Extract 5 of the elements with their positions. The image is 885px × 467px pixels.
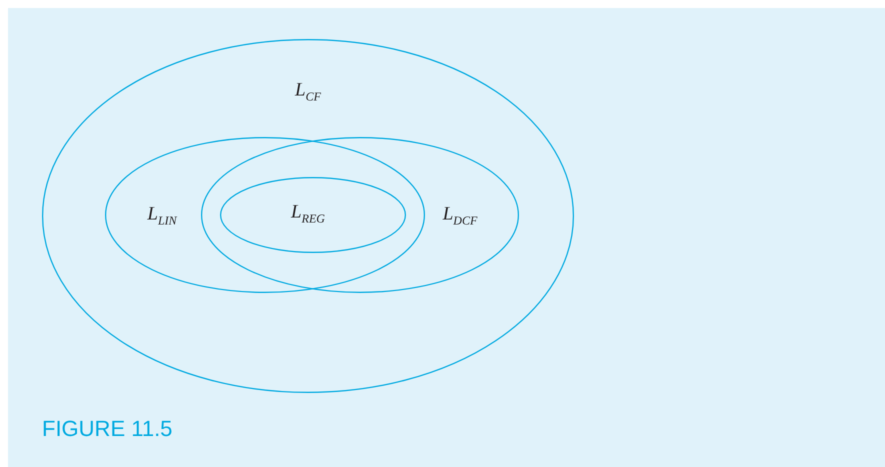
set-label: L$_{REG}$ — [291, 202, 325, 226]
figure-caption: FIGURE 11.5 — [42, 416, 172, 442]
set-label: L$_{DCF}$ — [442, 204, 478, 228]
set-label: L$_{CF}$ — [295, 80, 321, 104]
set-label: L$_{LIN}$ — [147, 204, 177, 228]
